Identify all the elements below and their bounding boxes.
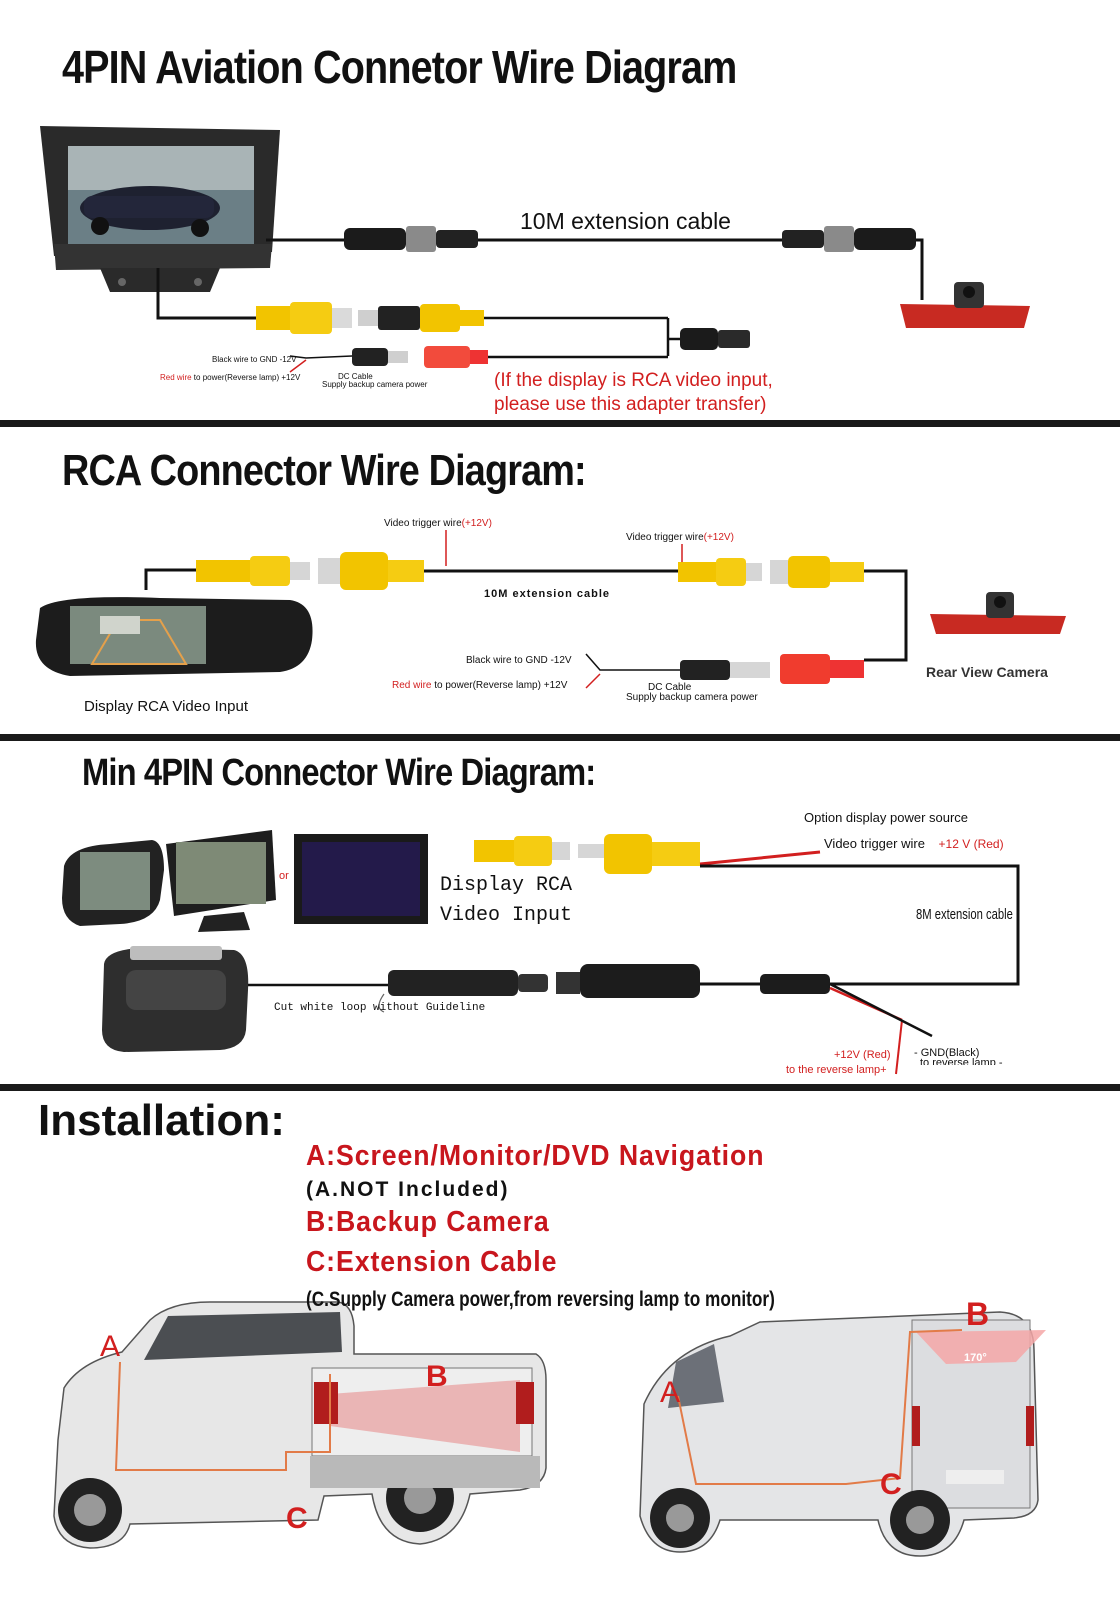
s1-dc-cable-label: DC Cable (338, 372, 373, 381)
s2-trigger-left-value: (+12V) (461, 518, 492, 529)
truck-letter-b: B (426, 1360, 448, 1393)
s3-cut-loop: Cut white loop without Guideline (274, 1002, 486, 1014)
s2-red-word: Red wire (392, 680, 432, 691)
s1-adapter-note-2: please use this adapter transfer) (494, 394, 767, 415)
s1-adapter-note-1: (If the display is RCA video input, (494, 370, 773, 391)
monitor-icon (40, 126, 280, 292)
s3-display-rca-1: Display RCA (440, 874, 573, 897)
s2-red-wire-label: Red wire to power(Reverse lamp) +12V (392, 680, 567, 691)
divider-3 (0, 1084, 1120, 1091)
s3-reverse-lamp-plus: to the reverse lamp+ (786, 1064, 887, 1076)
s2-display-label: Display RCA Video Input (84, 698, 248, 715)
s2-dc-supply-label: Supply backup camera power (626, 692, 758, 703)
s2-dc-cable-label: DC Cable (648, 682, 692, 693)
s3-trigger-text: Video trigger wire (824, 836, 925, 851)
install-c-note: (C.Supply Camera power,from reversing la… (306, 1288, 775, 1311)
install-c-line: C:Extension Cable (306, 1246, 558, 1278)
van-angle-label: 170° (964, 1352, 987, 1364)
install-a-line: A:Screen/Monitor/DVD Navigation (306, 1140, 765, 1172)
divider-1 (0, 420, 1120, 427)
s3-extension-cable-label: 8M extension cable (916, 906, 1013, 923)
s1-black-wire-label: Black wire to GND -12V (212, 355, 297, 364)
van-letter-c: C (880, 1468, 902, 1501)
s3-trigger-value: +12 V (Red) (938, 837, 1004, 851)
s3-reverse-lamp-minus: to reverse lamp - (920, 1057, 1003, 1065)
s2-black-wire-label: Black wire to GND -12V (466, 655, 572, 666)
s1-red-rest: to power(Reverse lamp) +12V (191, 373, 301, 382)
van-letter-b: B (966, 1296, 990, 1332)
s2-trigger-left-text: Video trigger wire (384, 518, 462, 529)
s2-trigger-right-text: Video trigger wire (626, 532, 704, 543)
s2-trigger-left: Video trigger wire(+12V) (384, 518, 492, 529)
s2-extension-cable-label: 10M extension cable (484, 588, 610, 600)
s2-trigger-right-value: (+12V) (703, 532, 734, 543)
s3-red-12v: +12V (Red) (834, 1049, 891, 1061)
s3-gnd-black: - GND(Black) (914, 1047, 980, 1059)
truck-letter-c: C (286, 1502, 308, 1535)
s3-or-label: or (279, 870, 289, 882)
s1-red-wire-label: Red wire to power(Reverse lamp) +12V (160, 373, 300, 382)
van-letter-a: A (660, 1376, 681, 1409)
s3-trigger-label: Video trigger wire +12 V (Red) (824, 836, 1004, 851)
s2-camera-label: Rear View Camera (926, 664, 1048, 680)
s1-dc-supply-label: Supply backup camera power (322, 380, 428, 389)
install-a-note: (A.NOT Included) (306, 1178, 510, 1201)
truck-letter-a: A (100, 1330, 121, 1363)
s2-trigger-right: Video trigger wire(+12V) (626, 532, 734, 543)
section1-title: 4PIN Aviation Connetor Wire Diagram (62, 41, 737, 93)
section2-title: RCA Connector Wire Diagram: (62, 446, 587, 495)
s1-extension-cable-label: 10M extension cable (520, 208, 731, 234)
s3-option-power: Option display power source (804, 810, 969, 825)
section3-title: Min 4PIN Connector Wire Diagram: (82, 752, 596, 794)
cargo-van-icon (639, 1311, 1046, 1557)
rear-camera-icon-2 (930, 592, 1066, 634)
mini-monitor-icons (62, 830, 428, 932)
tailgate-camera-icon (102, 946, 249, 1052)
divider-2 (0, 734, 1120, 741)
pickup-truck-icon (53, 1301, 547, 1549)
installation-title: Installation: (38, 1096, 285, 1145)
install-b-line: B:Backup Camera (306, 1206, 550, 1238)
s1-red-word: Red wire (160, 373, 192, 382)
s2-red-rest: to power(Reverse lamp) +12V (431, 680, 568, 691)
rear-camera-icon (900, 282, 1030, 328)
mirror-display-icon (35, 597, 313, 676)
s3-display-rca-2: Video Input (440, 904, 573, 927)
